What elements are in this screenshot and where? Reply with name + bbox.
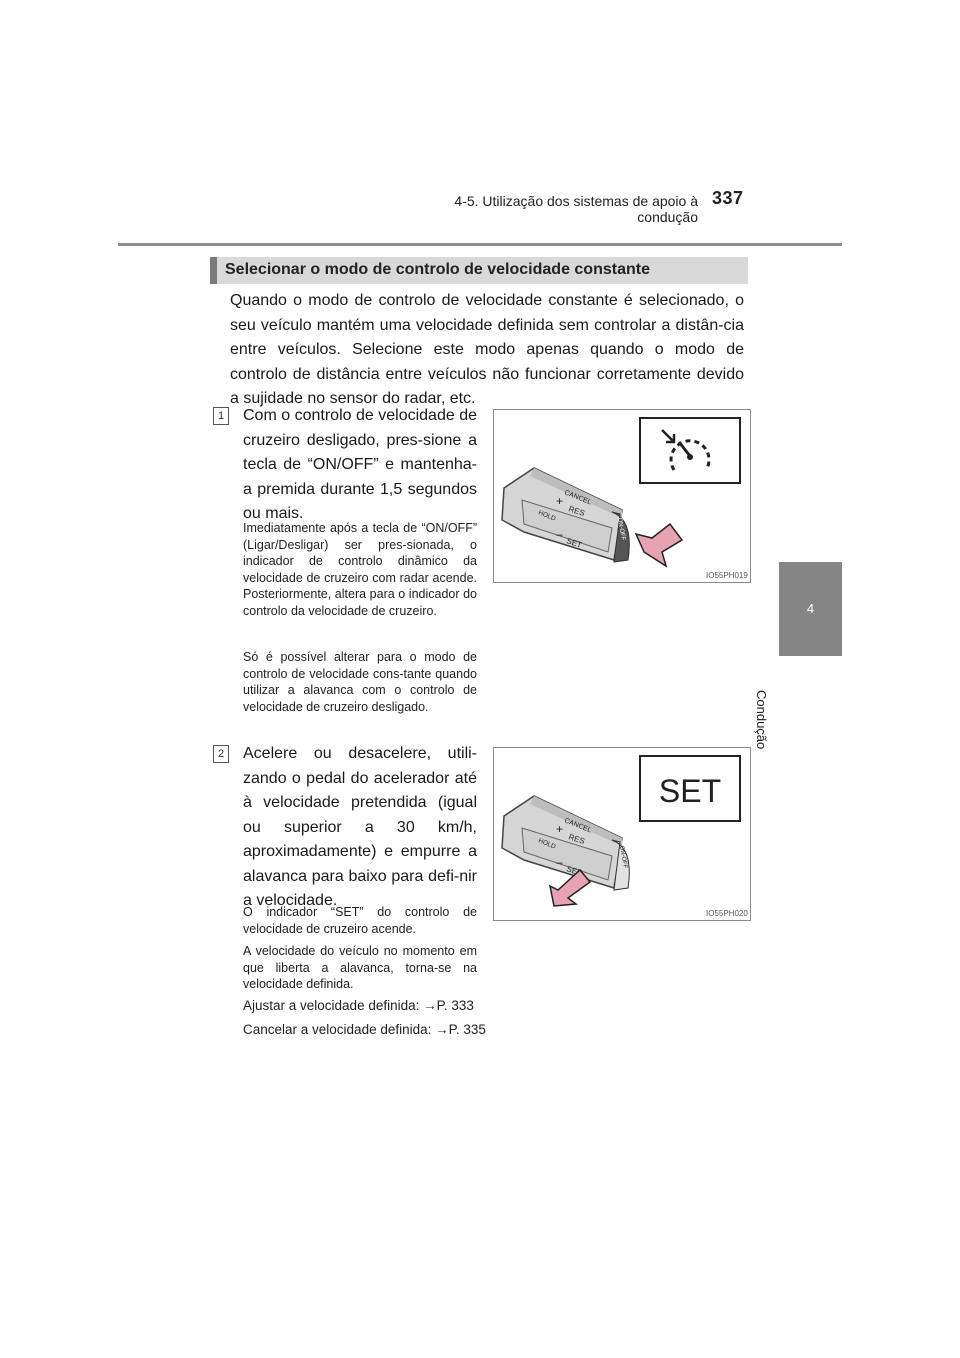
chapter-label-text: Condução xyxy=(754,690,769,750)
lever-on-off-label: ON-OFF xyxy=(616,517,626,541)
lever2-on-off-label: ON-OFF xyxy=(618,845,628,869)
reference-adjust-speed: Ajustar a velocidade definida: →P. 333 xyxy=(243,998,474,1013)
lever2-minus-label: – xyxy=(556,855,563,869)
figure-lever-on-off: CANCEL + RES HOLD – SET ON-OFF IO55PH019 xyxy=(493,409,751,583)
figure-lever-set: SET CANCEL + RES HOLD – SET ON-OFF IO55P… xyxy=(493,747,751,921)
press-arrow-icon xyxy=(634,522,684,568)
push-down-arrow-icon xyxy=(548,868,592,907)
chapter-tab-divider xyxy=(780,656,842,659)
step-number-2: 2 xyxy=(213,745,229,763)
step-2-note-1: O indicador “SET” do controlo de velocid… xyxy=(243,905,477,936)
cruise-lever-icon-2: CANCEL + RES HOLD – SET ON-OFF xyxy=(501,795,630,891)
header-rule xyxy=(118,243,842,246)
section-heading: Selecionar o modo de controlo de velocid… xyxy=(210,257,748,284)
cruise-indicator-icon xyxy=(661,429,711,471)
indicator-display xyxy=(639,417,741,484)
lever-plus-label: + xyxy=(556,494,563,508)
running-header-section: 4-5. Utilização dos sistemas de apoio à … xyxy=(454,193,698,225)
step-number-1: 1 xyxy=(213,407,229,425)
step-1-text: Com o controlo de velocidade de cruzeiro… xyxy=(243,407,477,522)
lever2-plus-label: + xyxy=(556,822,563,836)
chapter-tab: 4 xyxy=(779,562,842,656)
set-indicator-text: SET xyxy=(659,773,721,809)
figure-code-2: IO55PH020 xyxy=(706,909,748,918)
step-1-note-2: Só é possível alterar para o modo de con… xyxy=(243,650,477,714)
chapter-label: Condução xyxy=(754,690,769,750)
lever-on-off-illustration: CANCEL + RES HOLD – SET ON-OFF IO55PH019 xyxy=(501,417,748,580)
step-1-note-1: Imediatamente após a tecla de “ON/OFF” (… xyxy=(243,521,477,618)
cruise-lever-icon: CANCEL + RES HOLD – SET ON-OFF xyxy=(501,467,630,563)
set-indicator-display xyxy=(639,755,741,822)
section-title: Selecionar o modo de controlo de velocid… xyxy=(225,261,650,278)
step-2-text: Acelere ou desacelere, utili-zando o ped… xyxy=(243,745,477,909)
figure-code-1: IO55PH019 xyxy=(706,571,748,580)
section-heading-accent xyxy=(210,257,217,284)
step-2-note-2: A velocidade do veículo no momento em qu… xyxy=(243,944,477,992)
lever-minus-label: – xyxy=(556,527,563,541)
intro-paragraph: Quando o modo de controlo de velocidade … xyxy=(230,292,744,407)
reference-cancel-speed: Cancelar a velocidade definida: →P. 335 xyxy=(243,1022,486,1037)
lever-set-illustration: SET CANCEL + RES HOLD – SET ON-OFF IO55P… xyxy=(501,755,748,918)
page-number: 337 xyxy=(712,188,744,208)
